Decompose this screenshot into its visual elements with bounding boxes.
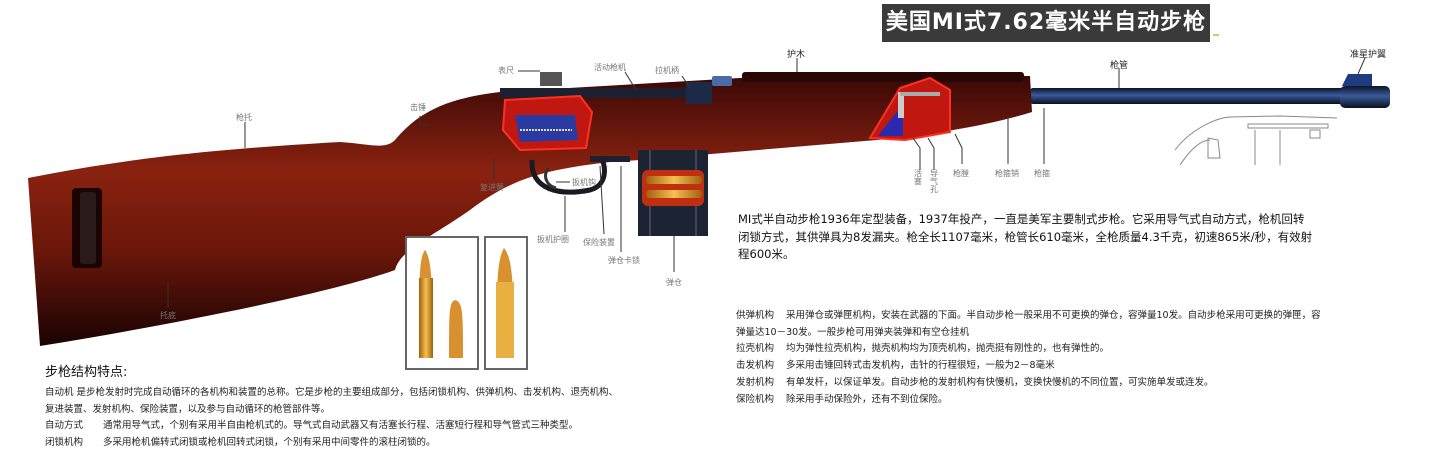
stock	[28, 76, 1032, 346]
label-trigger-guard: 扳机护圈	[537, 235, 569, 244]
feature-key: 自动方式	[45, 420, 84, 431]
feature-value: 自动机 是步枪发射时完成自动循环的各机构和装置的总称。它是步枪的主要组成部分，包…	[45, 387, 619, 398]
label-band: 枪箍	[1034, 169, 1050, 178]
cartridge-icon	[419, 250, 463, 358]
magazine	[638, 150, 708, 236]
spec-key: 发射机构	[736, 376, 775, 388]
spec-row: 供弹机构采用弹仓或弹匣机构，安装在武器的下面。半自动步枪一般采用不可更换的弹仓，…	[736, 308, 1426, 325]
features-list: 自动机 是步枪发射时完成自动循环的各机构和装置的总称。它是步枪的主要组成部分，包…	[45, 385, 745, 451]
spec-key: 拉壳机构	[736, 343, 775, 355]
label-barrel: 枪管	[1110, 61, 1129, 71]
spec-key: 供弹机构	[736, 310, 775, 321]
spec-key: 击发机构	[736, 360, 775, 372]
page-title: 美国MI式7.62毫米半自动步枪	[882, 4, 1210, 42]
feature-key: 闭锁机构	[45, 436, 84, 448]
spec-row: 击发机构多采用击锤回转式击发机构，击针的行程很短，一般为2－8毫米	[736, 358, 1426, 375]
label-buttplate: 托底	[160, 311, 176, 320]
spec-row: 保险机构除采用手动保险外，还有不到位保险。	[736, 392, 1426, 409]
features-heading: 步枪结构特点:	[45, 365, 128, 380]
feature-row: 自动方式 通常用导气式，个别有采用半自由枪机式的。导气式自动武器又有活塞长行程、活…	[45, 418, 745, 435]
barrel	[1030, 74, 1390, 108]
description-line: MI式半自动步枪1936年定型装备，1937年投产，一直是美军主要制式步枪。它采…	[738, 212, 1305, 226]
label-handguard: 护木	[787, 50, 806, 60]
rifle-description: MI式半自动步枪1936年定型装备，1937年投产，一直是美军主要制式步枪。它采…	[738, 211, 1438, 264]
label-safety: 保险装置	[583, 238, 615, 247]
feature-row: 闭锁机构 多采用枪机偏转式闭锁或枪机回转式闭锁，个别有采用中间零件的滚柱闭锁的。	[45, 435, 745, 452]
label-gas-cylinder: 枪膛	[953, 169, 969, 178]
label-front-sight-guard: 准星护翼	[1350, 50, 1387, 60]
description-line: 程600米。	[738, 247, 795, 261]
label-hammer: 击锤	[410, 103, 426, 112]
label-piston: 活塞	[914, 169, 922, 186]
label-rear-sight: 表尺	[498, 66, 514, 75]
label-stock: 枪托	[236, 113, 252, 122]
feature-value: 复进装置、发射机构、保险装置，以及参与自动循环的枪管部件等。	[45, 403, 331, 415]
feature-value: 通常用导气式，个别有采用半自由枪机式的。导气式自动武器又有活塞长行程、活塞短行程…	[103, 420, 579, 431]
label-operating-slide: 活动枪机	[594, 63, 626, 72]
cartridge-icon	[496, 248, 514, 358]
spec-value: 有单发杆，以保证单发。自动步枪的发射机构有快慢机，变换快慢机的不同位置，可实施单…	[786, 376, 1214, 388]
spec-value: 均为弹性拉壳机构，抛壳机构均为顶壳机构，抛壳挺有刚性的，也有弹性的。	[786, 343, 1110, 355]
label-magazine-catch: 弹仓卡锁	[608, 256, 640, 265]
spec-value: 弹量达10－30发。一般步枪可用弹夹装弹和有空仓挂机	[736, 326, 970, 338]
label-bolt-handle: 拉机柄	[655, 66, 679, 75]
label-recoil-spring: 复进簧	[480, 183, 504, 192]
spec-value: 采用弹仓或弹匣机构，安装在武器的下面。半自动步枪一般采用不可更换的弹仓，容弹量1…	[786, 310, 1321, 321]
label-trigger: 扳机钩	[572, 178, 596, 187]
description-line: 闭锁方式，其供弹具为8发漏夹。枪全长1107毫米，枪管长610毫米，全枪质量4.…	[738, 229, 1313, 244]
spec-value: 多采用击锤回转式击发机构，击针的行程很短，一般为2－8毫米	[786, 360, 1055, 372]
label-magazine: 弹仓	[666, 278, 682, 287]
mechanism-specs: 供弹机构采用弹仓或弹匣机构，安装在武器的下面。半自动步枪一般采用不可更换的弹仓，…	[736, 308, 1426, 408]
label-gas-port: 导气孔	[930, 169, 938, 194]
feature-row: 复进装置、发射机构、保险装置，以及参与自动循环的枪管部件等。	[45, 402, 745, 419]
mechanism-sketch	[1174, 115, 1338, 166]
decorative-tick	[1213, 34, 1219, 36]
spec-row: 发射机构有单发杆，以保证单发。自动步枪的发射机构有快慢机，变换快慢机的不同位置，…	[736, 375, 1426, 392]
label-barrel-band-pin: 枪箍销	[995, 169, 1019, 178]
feature-value: 多采用枪机偏转式闭锁或枪机回转式闭锁，个别有采用中间零件的滚柱闭锁的。	[103, 436, 436, 448]
cartridge-box-2	[484, 236, 528, 370]
cartridge-box-1	[405, 236, 479, 370]
spec-key: 保险机构	[736, 393, 775, 405]
feature-row: 自动机 是步枪发射时完成自动循环的各机构和装置的总称。它是步枪的主要组成部分，包…	[45, 385, 745, 402]
spec-value: 除采用手动保险外，还有不到位保险。	[786, 393, 948, 405]
spec-row: 弹量达10－30发。一般步枪可用弹夹装弹和有空仓挂机	[736, 325, 1426, 342]
spec-row: 拉壳机构均为弹性拉壳机构，抛壳机构均为顶壳机构，抛壳挺有刚性的，也有弹性的。	[736, 341, 1426, 358]
